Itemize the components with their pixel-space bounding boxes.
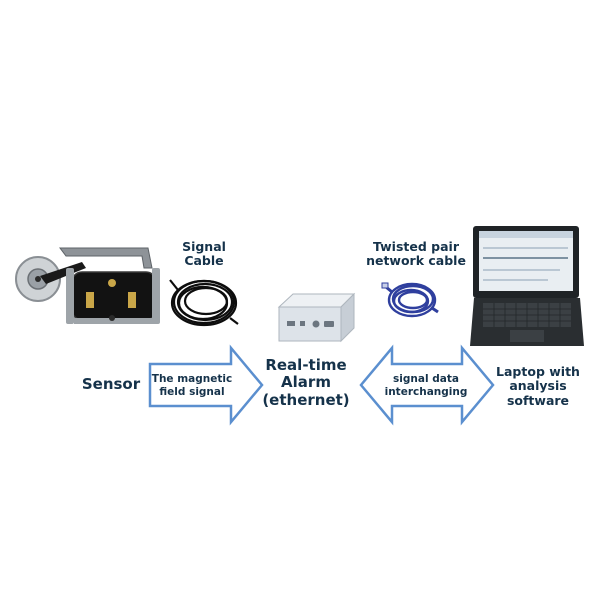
sensor-label: Sensor	[78, 375, 144, 393]
sensor-text: Sensor	[81, 375, 141, 393]
alarm-text: Real-time Alarm (ethernet)	[262, 356, 350, 409]
magnetic-signal-label: The magnetic field signal	[150, 373, 234, 398]
signal-cable-text: Signal Cable	[182, 239, 226, 269]
twisted-pair-label: Twisted pair network cable	[360, 239, 472, 269]
magnetic-signal-text: The magnetic field signal	[151, 373, 233, 398]
laptop-text: Laptop with analysis software	[496, 364, 580, 408]
blue-network-cable-icon	[381, 282, 439, 318]
twisted-pair-text: Twisted pair network cable	[366, 239, 466, 269]
sensor-device-icon	[15, 247, 160, 324]
signal-cable-label: Signal Cable	[176, 239, 232, 269]
alarm-box-icon	[277, 292, 356, 343]
alarm-label: Real-time Alarm (ethernet)	[256, 356, 356, 409]
arrow-sensor-to-alarm	[148, 344, 264, 426]
signal-data-text: signal data interchanging	[384, 373, 468, 398]
laptop-icon	[470, 226, 584, 346]
laptop-label: Laptop with analysis software	[492, 364, 584, 408]
signal-data-label: signal data interchanging	[378, 373, 474, 398]
coiled-black-cable-icon	[169, 279, 239, 327]
arrow-alarm-laptop-bidirectional	[359, 344, 495, 426]
